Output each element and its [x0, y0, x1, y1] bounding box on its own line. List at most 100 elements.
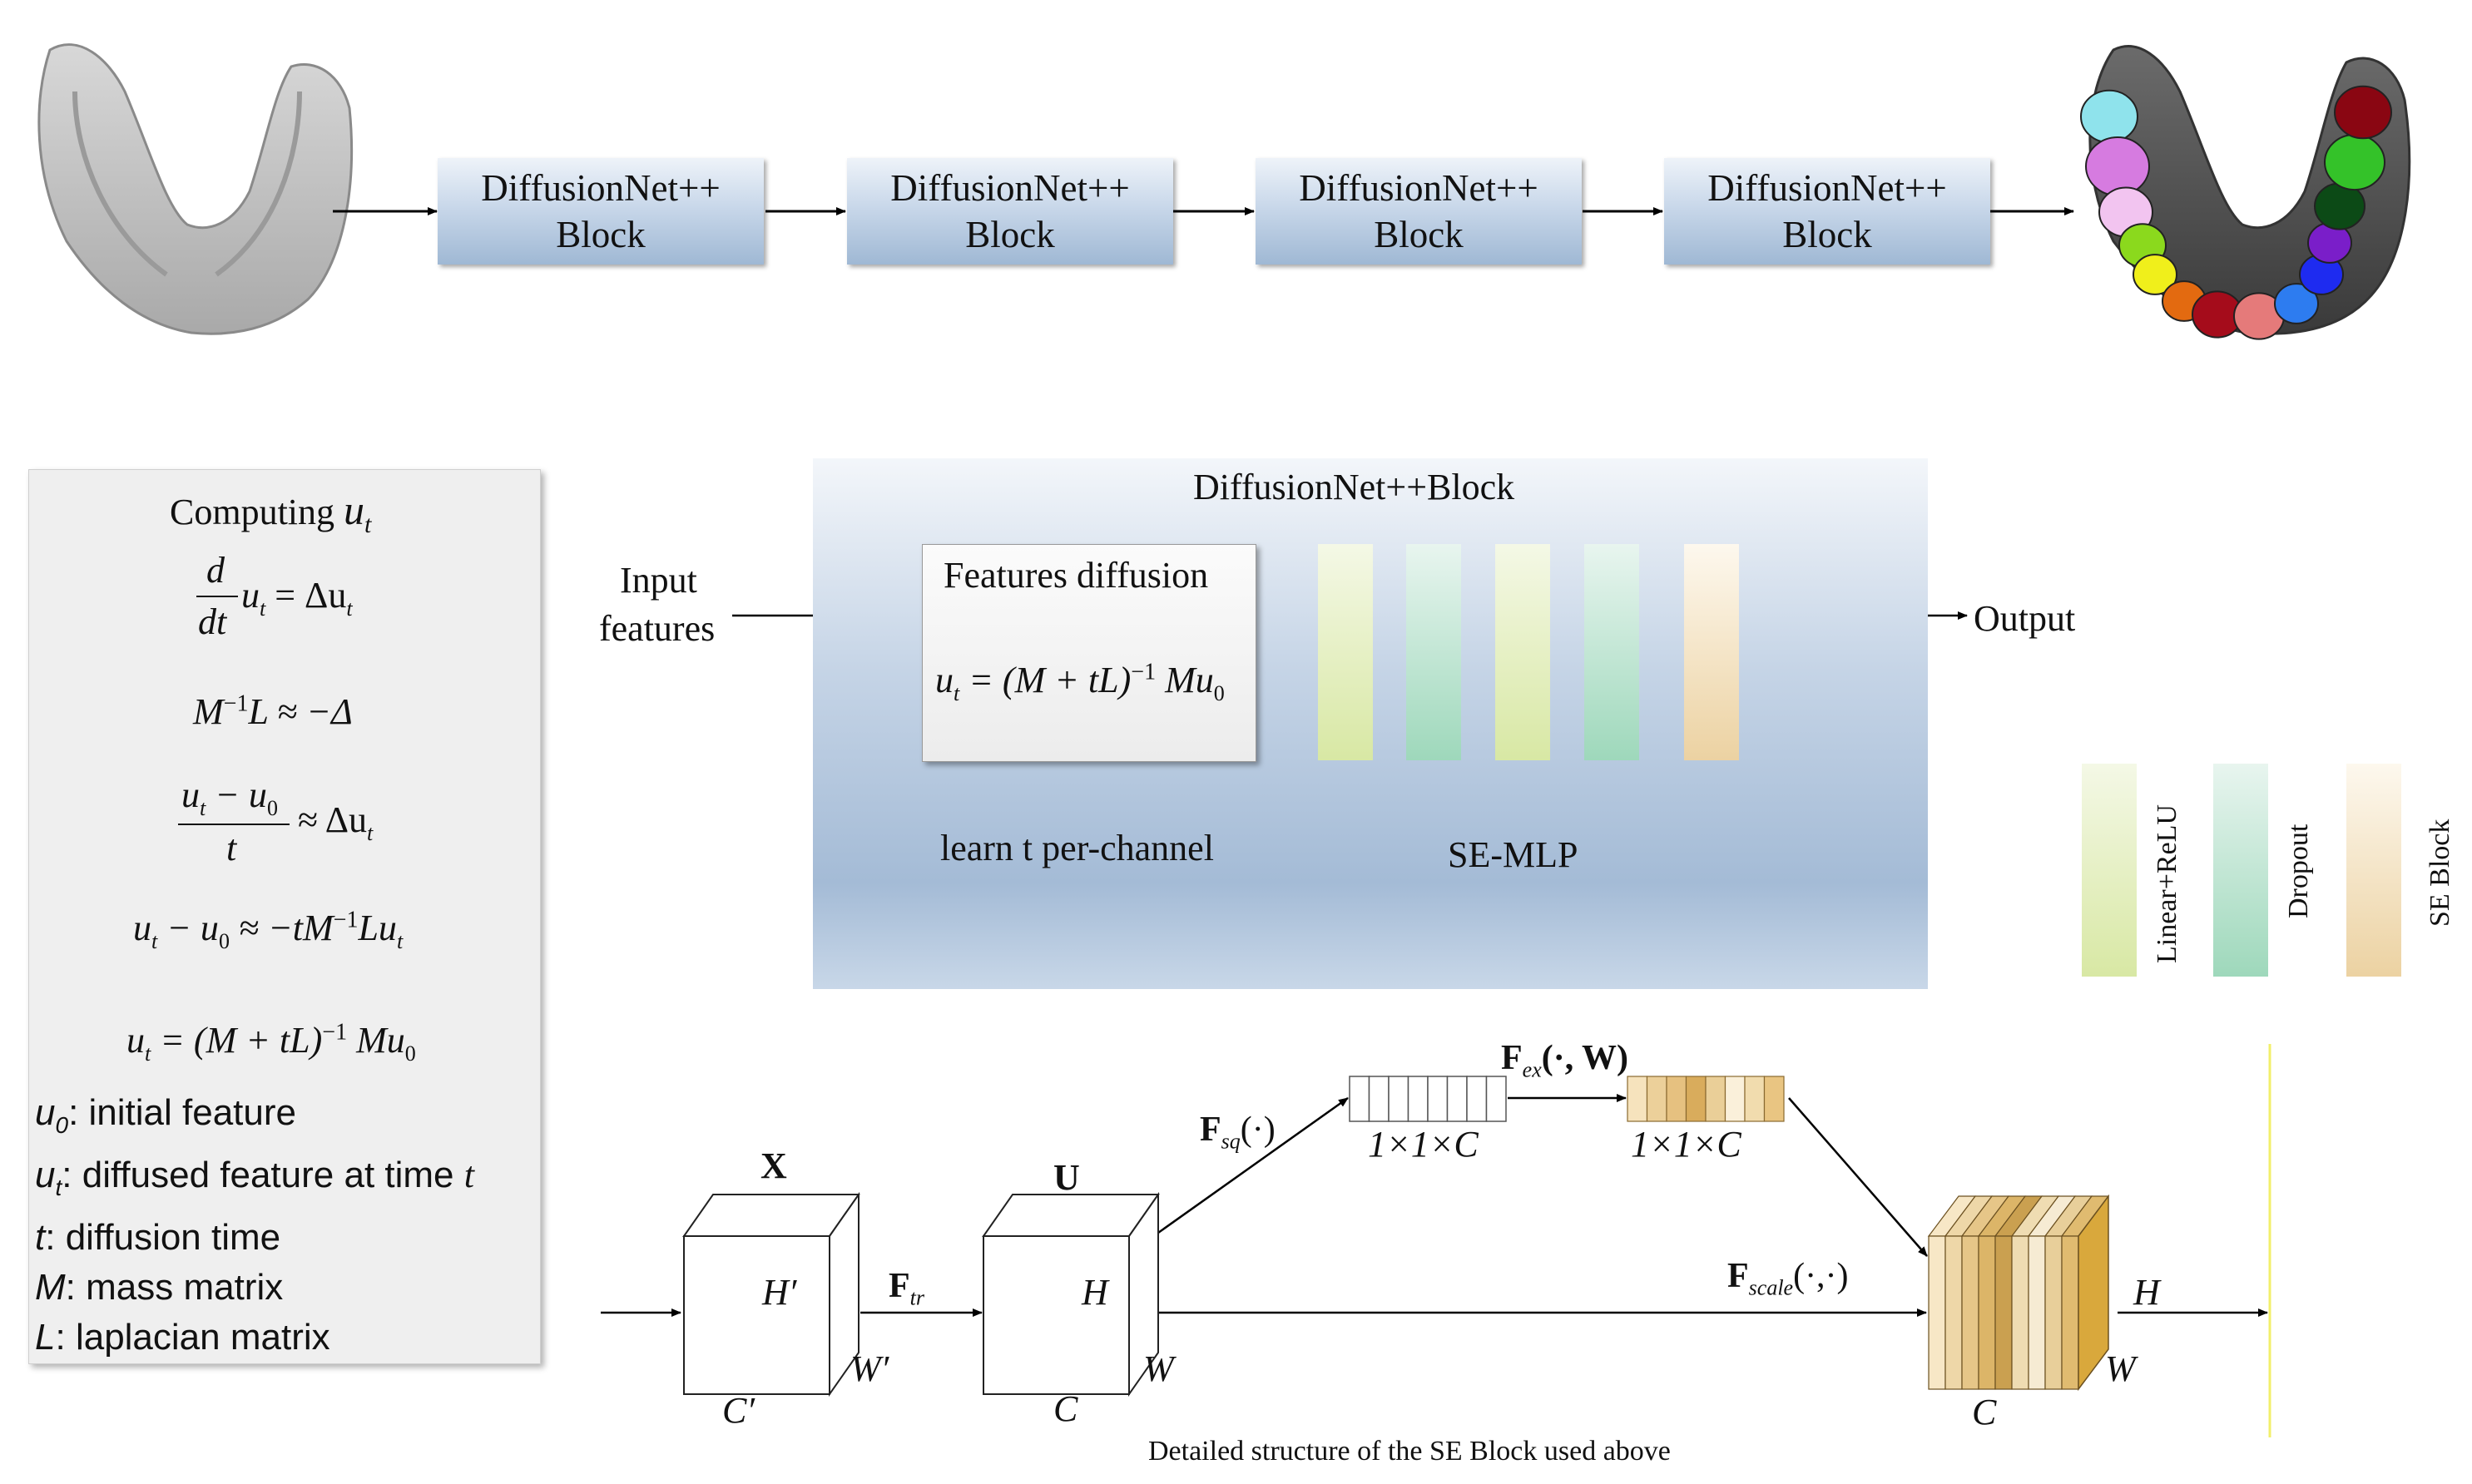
eq1-var-sub: t — [260, 596, 266, 621]
excitation-cell — [1627, 1076, 1648, 1122]
def-t: t: diffusion time — [35, 1213, 474, 1263]
squeeze-cell — [1349, 1076, 1370, 1122]
eq1-num: d — [206, 550, 225, 591]
block-3-line2: Block — [1374, 214, 1464, 255]
f-sq-label: Fsq(·) — [1200, 1110, 1276, 1154]
eq3-num-sub: t — [200, 795, 206, 820]
se-block-layer — [1684, 544, 1739, 760]
eq5-b-sup: −1 — [322, 1019, 348, 1046]
f-sq-f: F — [1200, 1111, 1221, 1149]
input-label-1: Input — [620, 560, 697, 601]
f-ex-label: Fex(·, W) — [1501, 1038, 1628, 1082]
eq3-rhs-text: ≈ Δu — [298, 799, 368, 840]
excitation-cell — [1724, 1076, 1746, 1122]
eq3-den: t — [226, 828, 237, 868]
features-diffusion-eq: ut = (M + tL)−1 Mu0 — [935, 659, 1225, 706]
se-mlp-label: SE-MLP — [1448, 834, 1578, 875]
def-u0-sub: 0 — [55, 1111, 69, 1138]
eq1-rest: ut = Δut — [241, 574, 353, 621]
legend-linear-relu-swatch — [2082, 764, 2137, 977]
block-4-line1: DiffusionNet++ — [1707, 167, 1947, 209]
eq1-var: u — [241, 575, 260, 616]
def-l-sep: : — [55, 1316, 66, 1358]
fd-eq-c: Mu — [1156, 660, 1214, 700]
output-slice-side — [2078, 1194, 2109, 1392]
excitation-cell — [1646, 1076, 1667, 1122]
output-slice — [2028, 1235, 2046, 1390]
segmented-teeth — [2080, 85, 2392, 340]
f-tr-sub: tr — [909, 1285, 924, 1310]
def-ut-tail: t — [463, 1154, 474, 1195]
f-tr-label: Ftr — [889, 1266, 924, 1310]
def-t-sep: : — [45, 1216, 56, 1258]
se-block-lines — [601, 1094, 2268, 1317]
output-slice — [1928, 1235, 1946, 1390]
formula-title-var: u — [344, 487, 365, 533]
formula-title-sub: t — [364, 510, 372, 538]
def-l: L: laplacian matrix — [35, 1313, 474, 1363]
def-ut-sep: : — [62, 1154, 72, 1195]
excitation-cell — [1685, 1076, 1707, 1122]
excitation-cell — [1763, 1076, 1785, 1122]
def-u0-text: initial feature — [78, 1092, 296, 1133]
diffusionnet-block-1: DiffusionNet++ Block — [438, 158, 764, 265]
eq1-rhs: = Δu — [275, 575, 347, 616]
block-4-line2: Block — [1782, 214, 1872, 255]
excitation-cell — [1705, 1076, 1726, 1122]
cube-u — [982, 1191, 1160, 1397]
def-t-text: diffusion time — [55, 1216, 281, 1258]
eq3-rhs: ≈ Δut — [298, 799, 373, 846]
excitation-cell — [1666, 1076, 1687, 1122]
squeeze-cell — [1388, 1076, 1409, 1122]
eq4-d: Lu — [358, 908, 397, 948]
eq3-num-sub2: 0 — [266, 795, 278, 820]
def-m-text: mass matrix — [75, 1266, 284, 1308]
f-ex-f: F — [1501, 1039, 1523, 1077]
f-ex-arg: (·, W) — [1541, 1039, 1628, 1077]
eq2-rhs: L ≈ −Δ — [248, 691, 353, 732]
output-slice — [1961, 1235, 1979, 1390]
eq4-a-sub: t — [151, 928, 158, 953]
fd-eq-b-sup: −1 — [1131, 659, 1157, 685]
f-tr-f: F — [889, 1267, 910, 1305]
block-2-line1: DiffusionNet++ — [890, 167, 1130, 209]
squeeze-cell — [1466, 1076, 1488, 1122]
learn-t-label: learn t per-channel — [940, 828, 1214, 868]
features-diffusion-box — [922, 544, 1256, 762]
output-slice — [2011, 1235, 2029, 1390]
f-sq-sub: sq — [1221, 1129, 1241, 1154]
block-1-line2: Block — [556, 214, 646, 255]
excitation-cell — [1744, 1076, 1766, 1122]
legend-se-block-label: SE Block — [2425, 819, 2455, 927]
squeeze-dims: 1×1×C — [1368, 1124, 1479, 1165]
fd-eq-a-sub: t — [954, 680, 960, 705]
output-slice — [1944, 1235, 1963, 1390]
eq5-a: u — [126, 1020, 145, 1061]
eq3-num-mid: − u — [206, 774, 267, 815]
eq5-a-sub: t — [145, 1041, 151, 1066]
block-3-line1: DiffusionNet++ — [1299, 167, 1538, 209]
legend-se-block-swatch — [2346, 764, 2401, 977]
def-m-sym: M — [35, 1266, 66, 1308]
definitions-list: u0: initial feature ut: diffused feature… — [35, 1088, 474, 1363]
def-ut-sub: t — [55, 1174, 62, 1200]
eq5-c: Mu — [347, 1020, 405, 1061]
output-label: Output — [1974, 598, 2076, 639]
eq4-b-sub: 0 — [218, 928, 230, 953]
block-2-line2: Block — [965, 214, 1055, 255]
scaled-output-cube — [1927, 1194, 2110, 1392]
squeeze-cell — [1446, 1076, 1468, 1122]
eq4-d-sub: t — [396, 928, 404, 953]
tooth-5 — [2133, 254, 2177, 295]
features-diffusion-title: Features diffusion — [944, 555, 1209, 596]
fd-eq-b: = (M + tL) — [959, 660, 1132, 700]
cube-u-h: H — [1082, 1272, 1108, 1313]
diffusionnet-block-2: DiffusionNet++ Block — [847, 158, 1173, 265]
excitation-dims: 1×1×C — [1631, 1124, 1741, 1165]
excitation-vector — [1627, 1076, 1785, 1122]
eq1-den: dt — [198, 601, 227, 642]
squeeze-cell — [1427, 1076, 1449, 1122]
eq3-fraction-bar — [178, 824, 290, 825]
squeeze-cell — [1485, 1076, 1507, 1122]
